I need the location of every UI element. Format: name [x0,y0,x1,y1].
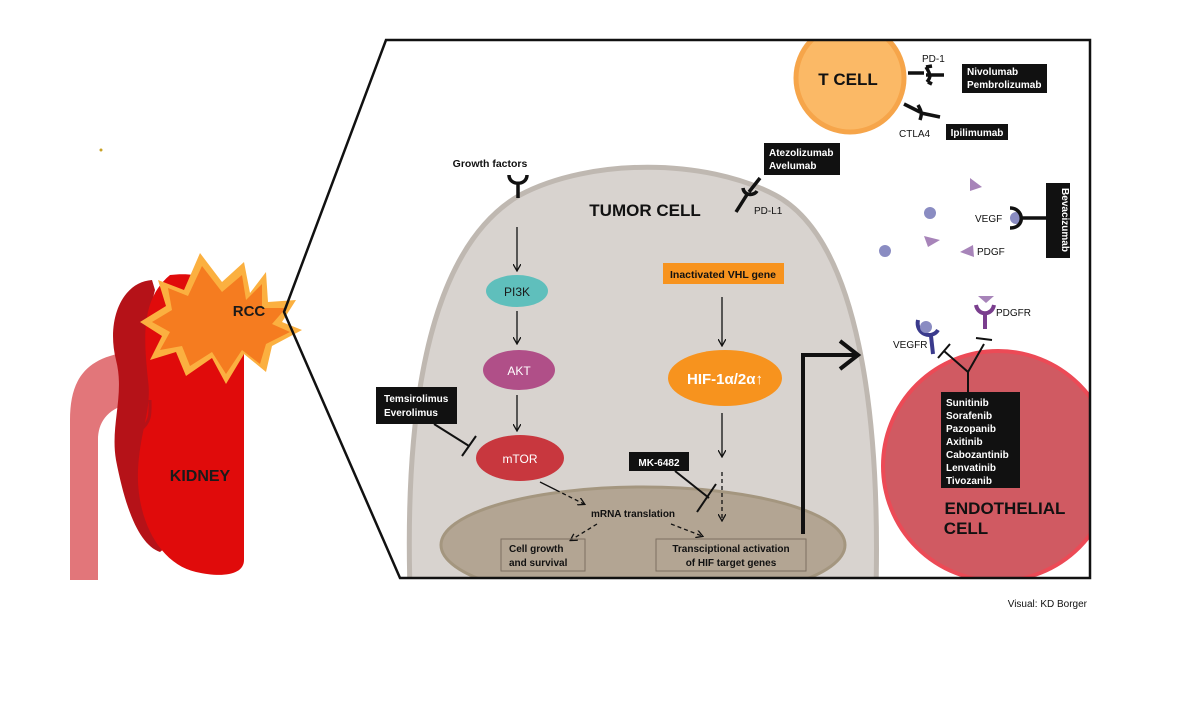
pdgfr-bound-triangle [978,296,994,303]
vegf-label: VEGF [975,214,1002,225]
mk6482-box [629,452,689,471]
tki-drug: Axitinib [946,437,983,448]
avelumab-label: Avelumab [769,161,816,172]
tki-drugs-box [941,392,1020,488]
pdl1-receptor-icon [734,176,762,213]
magnified-panel-border [282,38,1092,580]
pembrolizumab-label: Pembrolizumab [967,80,1041,91]
pd1-receptor-icon [908,64,944,86]
pdgfr-receptor-icon [974,304,996,329]
stray-dot [99,148,103,152]
kidney-label: KIDNEY [170,468,231,485]
bevacizumab-antibody-icon [1009,206,1046,230]
t-cell [793,40,907,135]
transcription-label: Transciptional activation [672,544,789,555]
akt-label: AKT [507,364,531,378]
arrow-mtor-mrna [539,481,557,491]
nivolumab-label: Nivolumab [967,67,1018,78]
tki-inhibition-lines [937,337,993,393]
credit-label: Visual: KD Borger [1008,599,1088,610]
akt-node [483,350,555,390]
pdgf-triangle [924,236,940,247]
tki-drug: Sunitinib [946,398,989,409]
arrow-mtor-mrna-dash [555,489,584,504]
cell-growth-box [500,538,586,572]
everolimus-label: Everolimus [384,408,438,419]
temsirolimus-label: Temsirolimus [384,394,449,405]
vegf-dot [879,245,891,257]
tki-drug: Sorafenib [946,411,992,422]
endothelial-title-2: CELL [944,519,988,538]
vegf-dot [924,207,936,219]
mtor-node [476,435,564,481]
pdl1-inhibitors-box [764,143,840,175]
vegfr-receptor-icon [915,319,940,355]
signal-arrowhead [838,339,862,371]
pi3k-node [486,275,548,307]
bevacizumab-box [1046,183,1070,258]
tki-drug: Cabozantinib [946,450,1009,461]
mtor-inhibition-bar [433,423,477,457]
hif-node [668,350,782,406]
cell-survival-label: and survival [509,558,568,569]
signal-arrow-to-endothelial [801,353,855,534]
endothelial-title: ENDOTHELIAL [945,499,1066,518]
ctla4-inhibitor-box [946,124,1008,140]
t-cell-title: T CELL [818,70,878,89]
tki-drug: Pazopanib [946,424,996,435]
mrna-translation-label: mRNA translation [591,509,675,520]
cell-growth-label: Cell growth [509,544,563,555]
pdgfr-label: PDGFR [996,308,1031,319]
arrow-mrna-transcription [670,523,702,536]
mk6482-inhibition-bar [674,470,717,513]
arrow-mrna-growth [571,523,598,540]
mtor-label: mTOR [502,452,537,466]
transcription-label-2: of HIF target genes [686,558,777,569]
mtor-inhibitors-box [376,387,457,424]
vhl-box [663,263,784,284]
pdgf-triangle [970,178,982,191]
pd1-label: PD-1 [922,54,945,65]
tki-drug: Tivozanib [946,476,992,487]
vegfr-label: VEGFR [893,340,927,351]
rcc-burst-inner [152,266,290,374]
bevacizumab-label: Bevacizumab [1059,188,1070,252]
pdl1-label: PD-L1 [754,206,783,217]
rcc-tumor-burst: RCC [140,253,302,384]
pdgf-label: PDGF [977,247,1005,258]
kidney-shadow [113,280,175,552]
mk6482-label: MK-6482 [638,458,680,469]
vegfr-bound-dot [920,321,932,333]
ctla4-receptor-icon [903,102,941,121]
hif-label: HIF-1α/2α↑ [687,371,763,388]
transcription-box [655,538,807,572]
rcc-label: RCC [233,303,266,320]
tki-drug: Lenvatinib [946,463,996,474]
pd1-inhibitors-box [962,64,1047,93]
tumor-nucleus [439,485,847,578]
vhl-label: Inactivated VHL gene [670,269,776,281]
pdgf-triangle [960,245,974,257]
ureter [70,352,140,580]
pi3k-label: PI3K [504,285,530,299]
growth-factors-label: Growth factors [453,158,528,170]
atezolizumab-label: Atezolizumab [769,148,833,159]
growth-factor-receptor-icon [507,174,529,198]
kidney-lobe-line [139,399,152,432]
tumor-cell-title: TUMOR CELL [589,201,700,220]
ipilimumab-label: Ipilimumab [951,128,1004,139]
ctla4-label: CTLA4 [899,129,931,140]
